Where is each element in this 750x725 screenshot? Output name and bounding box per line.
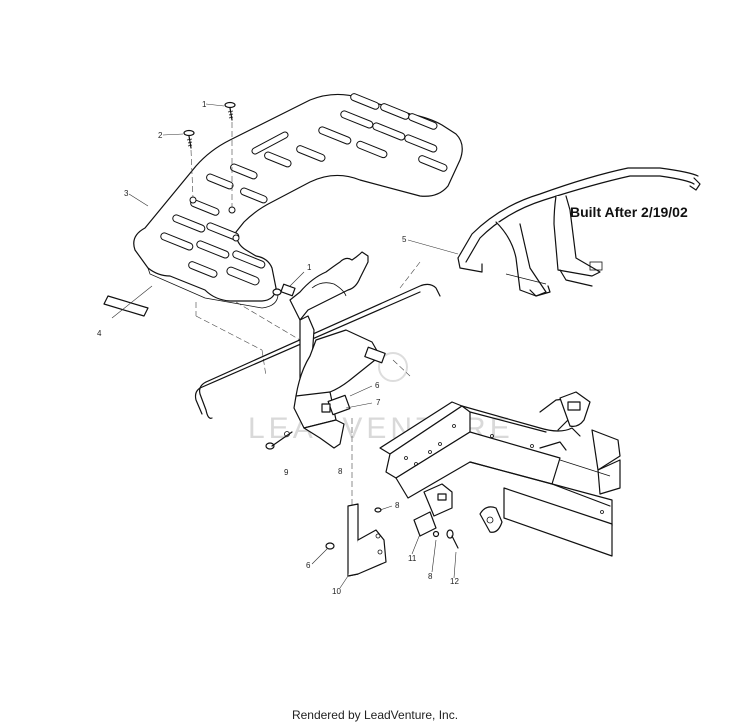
callout-10-post: 10 bbox=[332, 587, 341, 596]
callout-8-washer-b: 8 bbox=[395, 501, 400, 510]
callout-6-nut-b: 6 bbox=[306, 561, 311, 570]
callout-9-bolt: 9 bbox=[284, 468, 289, 477]
screw-1 bbox=[224, 101, 236, 121]
rail-built-after bbox=[457, 167, 701, 297]
callout-1-screw: 1 bbox=[202, 100, 207, 109]
callout-8-washer: 8 bbox=[338, 467, 343, 476]
callout-11-spacer: 11 bbox=[408, 554, 417, 563]
lower-mount bbox=[413, 483, 503, 549]
callout-7-plate: 7 bbox=[376, 398, 381, 407]
hitch-mount bbox=[293, 329, 386, 449]
footer-credit: Rendered by LeadVenture, Inc. bbox=[291, 708, 459, 722]
callout-4-reflector: 4 bbox=[97, 329, 102, 338]
callout-8-washer-c: 8 bbox=[428, 572, 433, 581]
build-date-note: Built After 2/19/02 bbox=[570, 204, 688, 220]
bolt-9 bbox=[265, 431, 293, 450]
callout-3-rack: 3 bbox=[124, 189, 129, 198]
atv-frame bbox=[379, 391, 621, 557]
screw-2 bbox=[183, 129, 195, 149]
tow-post-10 bbox=[325, 503, 387, 577]
fastener-cluster bbox=[272, 283, 296, 297]
reflector-4 bbox=[103, 285, 153, 319]
rear-rack bbox=[133, 93, 463, 309]
callout-1-bracket: 1 bbox=[307, 263, 312, 272]
callouts: 1 2 3 4 1 5 6 7 9 8 8 6 10 11 8 12 bbox=[97, 100, 459, 596]
callout-12-bolt: 12 bbox=[450, 577, 459, 586]
callout-6-nut: 6 bbox=[375, 381, 380, 390]
callout-5-rail: 5 bbox=[402, 235, 407, 244]
rack-slots bbox=[160, 93, 448, 286]
watermark: LEADVENTURE bbox=[248, 352, 510, 445]
callout-2-screw: 2 bbox=[158, 131, 163, 140]
